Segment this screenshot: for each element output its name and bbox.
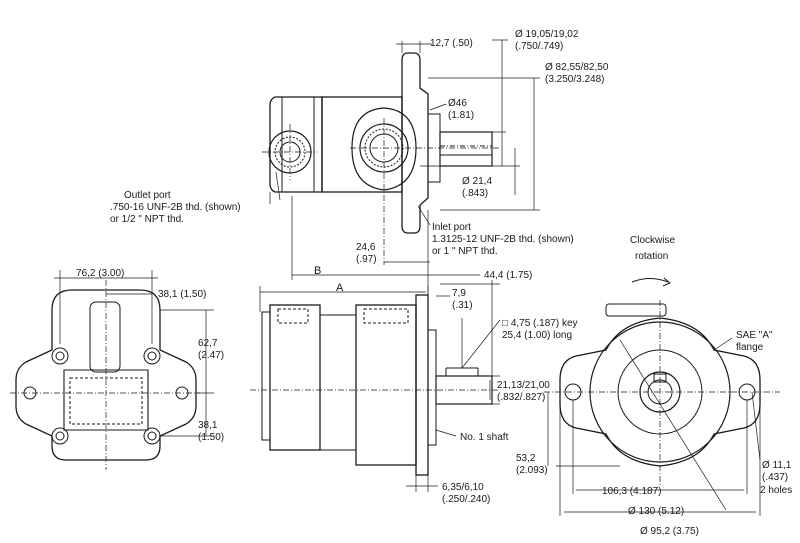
dim-d21-4-label: Ø 21,4 xyxy=(462,176,493,187)
dim-6-35-inch-label: (.250/.240) xyxy=(442,494,491,505)
outlet-port-title: Outlet port xyxy=(124,190,171,201)
dim-d95-2-label: Ø 95,2 (3.75) xyxy=(640,526,699,537)
dim-d19-inch-label: (.750/.749) xyxy=(515,41,564,52)
dim-53-2-label: 53,2 xyxy=(516,453,536,464)
inlet-port-npt: or 1 " NPT thd. xyxy=(432,246,498,257)
dim-7-9-inch-label: (.31) xyxy=(452,300,473,311)
dim-12-7-label: 12,7 (.50) xyxy=(430,38,473,49)
outlet-port-npt: or 1/2 " NPT thd. xyxy=(110,214,184,225)
dim-106-3-label: 106,3 (4.187) xyxy=(602,486,662,497)
sae-flange-label: flange xyxy=(736,342,764,353)
dim-62-7-label: 62,7 xyxy=(198,338,218,349)
dim-6-35-label: 6,35/6,10 xyxy=(442,482,484,493)
dim-38-1-label: 38,1 xyxy=(198,420,218,431)
dim-d82-label: Ø 82,55/82,50 xyxy=(545,62,609,73)
dim-21-13-label: 21,13/21,00 xyxy=(497,380,550,391)
dim-24-6-label: 24,6 xyxy=(356,242,376,253)
sae-flange-title: SAE "A" xyxy=(736,330,773,341)
dim-44-4-label: 44,4 (1.75) xyxy=(484,270,533,281)
shaft-label: No. 1 shaft xyxy=(460,432,509,443)
inlet-port-thread: 1.3125-12 UNF-2B thd. (shown) xyxy=(432,234,574,245)
top-view xyxy=(262,39,540,300)
dim-53-2-inch-label: (2.093) xyxy=(516,465,548,476)
dim-d19-label: Ø 19,05/19,02 xyxy=(515,29,579,40)
right-end-view xyxy=(544,277,780,516)
dim-d46-inch-label: (1.81) xyxy=(448,110,475,121)
label-a: A xyxy=(336,282,344,294)
dim-7-9-label: 7,9 xyxy=(452,288,466,299)
dim-d21-4-inch-label: (.843) xyxy=(462,188,489,199)
dim-d11-1-holes-label: 2 holes xyxy=(760,485,793,496)
key-size-label: □ 4,75 (.187) key xyxy=(502,318,578,329)
dim-62-7-inch-label: (2.47) xyxy=(198,350,225,361)
inlet-port-title: Inlet port xyxy=(432,222,471,233)
dim-d82-inch-label: (3.250/3.248) xyxy=(545,74,605,85)
outlet-port-thread: .750-16 UNF-2B thd. (shown) xyxy=(110,202,241,213)
dim-d130-label: Ø 130 (5.12) xyxy=(628,506,685,517)
dim-d11-1-label: Ø 11,1 xyxy=(762,460,792,471)
dim-d46-label: Ø46 xyxy=(448,98,467,109)
dim-d11-1-inch-label: (.437) xyxy=(762,472,789,483)
label-b: B xyxy=(314,265,322,277)
side-view xyxy=(250,280,501,492)
rotation-label: rotation xyxy=(635,251,669,262)
dim-76-2-label: 76,2 (3.00) xyxy=(76,268,125,279)
dim-38-1-top-label: 38,1 (1.50) xyxy=(158,289,207,300)
dim-38-1-inch-label: (1.50) xyxy=(198,432,225,443)
key-length-label: 25,4 (1.00) long xyxy=(502,330,573,341)
dim-24-6-inch-label: (.97) xyxy=(356,254,377,265)
dim-21-13-inch-label: (.832/.827) xyxy=(497,392,546,403)
left-end-view xyxy=(10,270,214,470)
clockwise-label: Clockwise xyxy=(630,235,676,246)
